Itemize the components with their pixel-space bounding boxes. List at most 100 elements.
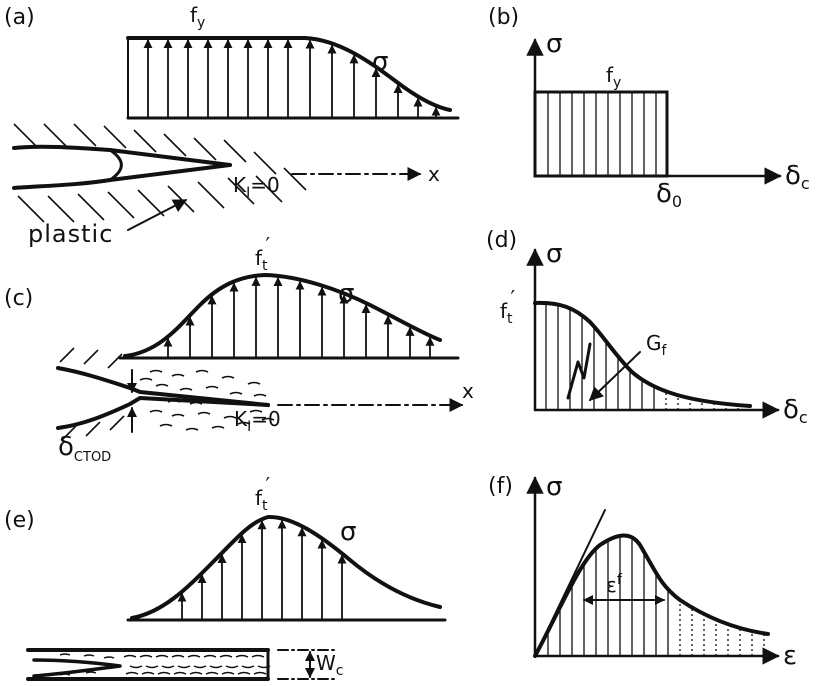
panel-c-stress-curve	[123, 273, 442, 358]
panel-a-hatch-lower-0	[17, 195, 45, 223]
panel-c-microcrack-9	[253, 393, 267, 397]
panel-c-microcrack-0	[149, 369, 163, 373]
panel-e-microcrack-24	[251, 654, 265, 658]
panel-c-microcrack-19	[261, 417, 275, 421]
panel-b-rectangular-law	[533, 90, 669, 178]
panel-c-hatch-upper-1	[83, 349, 99, 365]
panel-c-microcrack-24	[239, 401, 253, 405]
panel-e-microcrack-12	[187, 654, 201, 658]
panel-a-hatch-upper-3	[103, 125, 127, 149]
panel-a-kI-label: KI=0	[233, 173, 280, 201]
panel-f-hatching	[547, 535, 765, 656]
panel-c-microcrack-23	[213, 399, 227, 403]
panel-c-microcrack-15	[159, 423, 173, 427]
panel-a-plastic-pointer	[127, 199, 188, 231]
panel-a-hatch-lower-7	[227, 177, 255, 205]
panel-e-microcrack-11	[173, 671, 187, 675]
panel-e-microcrack-16	[209, 665, 223, 669]
panel-b-delta0-label: δ0	[656, 179, 682, 211]
panel-c-microcrack-7	[205, 385, 219, 389]
panel-a-hatch-lower-1	[47, 195, 75, 223]
panel-e-stress-distribution	[126, 514, 447, 622]
panel-c-microcracks	[139, 369, 275, 431]
panel-e-microcrack-0	[123, 654, 137, 658]
panel-e-tag: (e)	[4, 508, 35, 533]
panel-e-microcrack-25	[257, 665, 271, 669]
panel-c-microcrack-4	[247, 381, 261, 385]
panel-d-sigma-label: σ	[546, 239, 562, 269]
panel-a-hatch-upper-4	[133, 129, 157, 153]
panel-c-microcrack-5	[155, 383, 169, 387]
panel-e-microcrack-9	[171, 654, 185, 658]
panel-e-crack	[32, 658, 122, 678]
panel-a-stress-curve	[126, 36, 452, 112]
panel-c-hatch-lower-1	[85, 421, 101, 437]
panel-e-microcrack-13	[193, 665, 207, 669]
panel-c-hatch-lower-2	[109, 415, 125, 431]
panel-c-microcrack-13	[223, 415, 237, 419]
panel-e-microcrack-31	[103, 656, 115, 659]
panel-f-ef-label: εf	[606, 572, 623, 597]
panel-c: (c) ft′ σ x KI=0 δCTOD	[4, 233, 474, 465]
panel-c-crack-lower	[56, 396, 270, 430]
panel-d: (d) σ ft′ Gf δc	[486, 228, 808, 427]
panel-a-hatch-lower-5	[167, 185, 195, 213]
panel-e-microcrack-18	[219, 654, 233, 658]
panel-c-hatch-upper-0	[59, 347, 75, 363]
panel-a-hatch-lower-2	[77, 193, 105, 221]
panel-a: (a) fy σ x KI=0 plastic	[4, 3, 460, 248]
panel-e-microcrack-7	[161, 665, 175, 669]
panel-a-crack	[12, 123, 422, 223]
panel-c-microcrack-11	[171, 413, 185, 417]
panel-c-hatch-upper-2	[107, 353, 123, 369]
panel-b-tag: (b)	[488, 5, 519, 30]
panel-d-x-label: δc	[783, 395, 808, 427]
panel-f-x-label: ε	[783, 641, 797, 671]
panel-a-hatch-upper-1	[43, 123, 67, 147]
panel-c-microcrack-22	[189, 401, 203, 405]
panel-e-microcrack-6	[155, 654, 169, 658]
panel-a-hatch-lower-8	[255, 175, 283, 203]
panel-e-microcrack-8	[157, 671, 171, 675]
panel-b-x-label: δc	[785, 161, 810, 193]
panel-d-gf-label: Gf	[646, 331, 668, 359]
panel-b-hatching	[547, 92, 657, 176]
panel-e-microcrack-5	[141, 671, 155, 675]
panel-a-tag: (a)	[4, 5, 35, 30]
panel-c-microcrack-17	[211, 425, 225, 429]
panel-e-stress-curve	[130, 514, 442, 620]
panel-e-microcrack-1	[129, 665, 143, 669]
panel-a-plastic-label: plastic	[28, 220, 113, 248]
panel-f-sigma-label: σ	[546, 472, 562, 502]
panel-a-crack-lower	[12, 163, 232, 190]
panel-c-microcrack-10	[149, 409, 163, 413]
panel-a-sigma-label: σ	[372, 47, 388, 77]
panel-a-peak-label: fy	[190, 3, 205, 31]
panel-c-ctod-label: δCTOD	[58, 432, 111, 465]
panel-e-microcrack-26	[253, 671, 267, 675]
panel-a-stress-distribution	[126, 36, 460, 120]
panel-f-tag: (f)	[488, 474, 513, 499]
panel-c-hatch-lower-0	[61, 425, 77, 441]
panel-f-stress-strain-curve	[533, 533, 770, 658]
panel-a-hatch-lower-4	[137, 189, 165, 217]
panel-c-microcrack-12	[197, 411, 211, 415]
panel-e-microcrack-27	[59, 653, 71, 656]
panel-e-microcrack-19	[225, 665, 239, 669]
panel-a-plastic-notch	[108, 148, 123, 182]
panel-d-ft-label: ft′	[500, 286, 516, 327]
panel-c-hatching	[59, 347, 125, 441]
panel-c-microcrack-16	[185, 427, 199, 431]
panel-a-hatch-upper-7	[223, 139, 247, 163]
panel-a-stress-arrows	[143, 39, 441, 118]
panel-e-microcrack-23	[237, 671, 251, 675]
panel-e-stress-arrows	[177, 519, 347, 620]
panel-c-microcrack-20	[139, 377, 153, 381]
panel-e-sigma-label: σ	[340, 517, 356, 547]
panel-c-stress-distribution	[118, 273, 460, 360]
panel-a-hatch-lower-3	[107, 191, 135, 219]
panel-e-microcrack-22	[241, 665, 255, 669]
panel-c-microcrack-2	[195, 369, 209, 373]
panel-e-microcrack-30	[85, 671, 97, 674]
panel-e-microcrack-10	[177, 665, 191, 669]
